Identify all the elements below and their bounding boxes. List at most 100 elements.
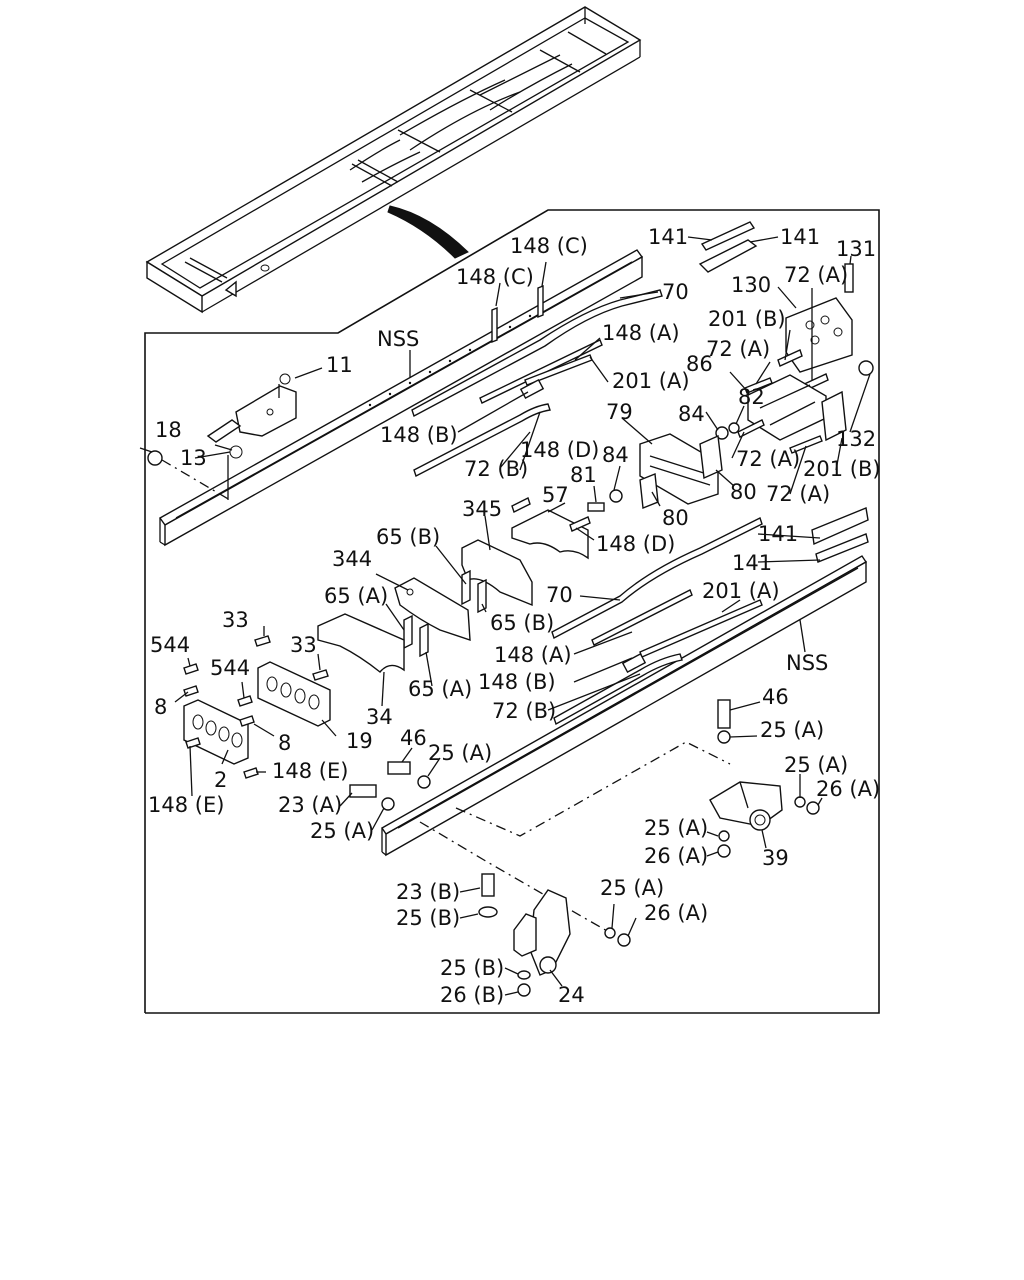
lower-frame-rail — [381, 555, 867, 857]
spring-hanger-24 — [513, 889, 571, 976]
label-25b: 25 (B) — [396, 906, 460, 930]
nut-26a-39-bottom — [717, 844, 731, 858]
label-82: 82 — [738, 385, 765, 409]
bolt-46-left — [387, 761, 411, 775]
label-39: 39 — [762, 846, 789, 870]
label-79: 79 — [606, 400, 633, 424]
washer-25a-24 — [604, 927, 616, 939]
label-148b: 148 (B) — [478, 670, 556, 694]
washer-25a-left-upper — [417, 775, 431, 789]
strip-148a — [479, 339, 603, 404]
label-70: 70 — [662, 280, 689, 304]
label-141: 141 — [648, 225, 688, 249]
nut-26a-24 — [617, 933, 631, 947]
washer-25a-39-right — [794, 796, 806, 808]
plate-201b-upper — [777, 349, 803, 367]
label-26a: 26 (A) — [644, 844, 708, 868]
label-84: 84 — [678, 402, 705, 426]
shim-148e-a — [243, 767, 259, 779]
label-25a: 25 (A) — [600, 876, 664, 900]
label-201a: 201 (A) — [702, 579, 780, 603]
label-141: 141 — [758, 522, 798, 546]
washer-82 — [728, 422, 740, 434]
plate-141-c — [811, 507, 869, 546]
strip-72a-lower2 — [789, 435, 823, 454]
center-line-lower — [419, 821, 615, 936]
spring-bracket-39 — [709, 781, 783, 831]
label-23b: 23 (B) — [396, 880, 460, 904]
strip-72b-lower — [553, 653, 683, 726]
leader-lines — [139, 236, 871, 996]
label-201b: 201 (B) — [803, 457, 881, 481]
plate-141-b — [698, 239, 758, 273]
label-148d: 148 (D) — [520, 438, 599, 462]
shim-544-b — [237, 695, 253, 707]
label-25a: 25 (A) — [428, 741, 492, 765]
nut-26b — [517, 983, 531, 997]
upper-frame-rail — [158, 249, 644, 547]
label-131: 131 — [836, 237, 876, 261]
label-26a: 26 (A) — [816, 777, 880, 801]
label-544: 544 — [210, 656, 250, 680]
reinforcement-strip-70-lower — [551, 517, 763, 640]
label-148e: 148 (E) — [272, 759, 348, 783]
label-72b: 72 (B) — [464, 457, 528, 481]
gusset-65b-a — [461, 569, 471, 606]
washer-25a-right — [717, 730, 731, 744]
crossmember-57 — [511, 509, 589, 560]
bracket-130 — [785, 297, 853, 373]
label-72b: 72 (B) — [492, 699, 556, 723]
washer-25a-39-bottom — [718, 830, 730, 842]
shim-8-a — [183, 685, 199, 697]
label-70: 70 — [546, 583, 573, 607]
plate-148d-b — [569, 516, 591, 532]
label-2: 2 — [214, 768, 227, 792]
label-141: 141 — [732, 551, 772, 575]
label-33: 33 — [222, 608, 249, 632]
label-46: 46 — [400, 726, 427, 750]
label-25a: 25 (A) — [760, 718, 824, 742]
label-26a: 26 (A) — [644, 901, 708, 925]
label-34: 34 — [366, 705, 393, 729]
washer-25b-lower — [517, 970, 531, 980]
bolt-81 — [587, 502, 605, 512]
detail-pointer-arrow — [387, 205, 469, 259]
label-344: 344 — [332, 547, 372, 571]
gusset-65b-b — [477, 578, 487, 614]
plate-148d-a — [511, 497, 531, 513]
label-148b: 148 (B) — [380, 423, 458, 447]
washer-84-upper — [715, 426, 729, 440]
label-141: 141 — [780, 225, 820, 249]
label-148c: 148 (C) — [510, 234, 588, 258]
gusset-65a-a — [403, 614, 413, 650]
label-148c: 148 (C) — [456, 265, 534, 289]
bolt-131 — [844, 263, 854, 293]
crossmember-19 — [257, 661, 331, 727]
label-86: 86 — [686, 352, 713, 376]
label-201b: 201 (B) — [708, 307, 786, 331]
shim-33-b — [312, 669, 329, 681]
label-80: 80 — [662, 506, 689, 530]
strip-72b — [413, 403, 551, 477]
label-72a: 72 (A) — [766, 482, 830, 506]
label-25a: 25 (A) — [310, 819, 374, 843]
nut-26a-39-right — [806, 801, 820, 815]
label-132: 132 — [836, 427, 876, 451]
label-11: 11 — [326, 353, 353, 377]
label-148e: 148 (E) — [148, 793, 224, 817]
plate-141-a — [700, 221, 756, 251]
label-201a: 201 (A) — [612, 369, 690, 393]
label-130: 130 — [731, 273, 771, 297]
detail-border — [144, 209, 880, 1014]
shim-544-a — [183, 663, 199, 675]
strip-148c-a — [491, 306, 498, 344]
label-148a: 148 (A) — [494, 643, 572, 667]
label-544: 544 — [150, 633, 190, 657]
nut-18 — [147, 450, 163, 466]
label-72a: 72 (A) — [706, 337, 770, 361]
bracket-79 — [639, 433, 719, 505]
label-25a: 25 (A) — [784, 753, 848, 777]
rail-rivets — [368, 314, 532, 407]
plate-201b-lower — [821, 390, 847, 442]
